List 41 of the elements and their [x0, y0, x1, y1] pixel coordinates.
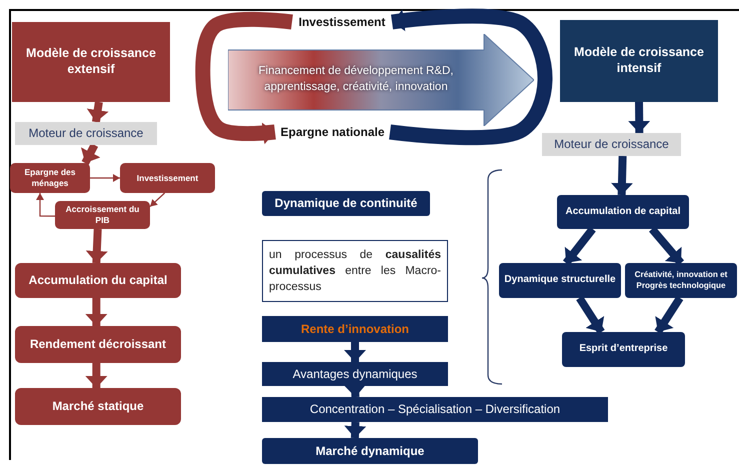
model-box: Modèle de croissance intensif	[560, 20, 718, 102]
cycle-box: Investissement	[120, 163, 215, 193]
model-box: Modèle de croissance extensif	[12, 22, 170, 102]
process-box: Créativité, innovation et Progrès technologique	[625, 263, 737, 298]
arrow	[610, 156, 633, 196]
text-box: un processus de causalités cumulatives entre les Macro-processus	[262, 240, 448, 302]
arrow	[628, 102, 650, 134]
process-box: Esprit d’entreprise	[562, 332, 685, 367]
process-box: Marché statique	[15, 388, 181, 425]
process-box: Concentration – Spécialisation – Diversification	[262, 397, 608, 422]
process-box: Accumulation de capital	[557, 195, 689, 229]
banner-text: Financement de développement R&D, apprentissage, créativité, innovation	[258, 64, 454, 95]
arrow	[80, 143, 100, 165]
arrow	[344, 342, 366, 362]
process-box: Marché dynamique	[262, 438, 478, 464]
arrow	[90, 174, 120, 182]
flow-label: Investissement	[292, 12, 392, 32]
arrow	[86, 228, 108, 264]
arrow	[654, 296, 684, 334]
flow-label: Epargne nationale	[275, 122, 390, 142]
process-box: Dynamique structurelle	[499, 263, 621, 298]
arrow	[85, 298, 108, 326]
arrow	[85, 363, 108, 388]
arrow	[389, 8, 552, 146]
arrow	[562, 226, 596, 266]
arrow	[36, 193, 55, 217]
process-box: Avantages dynamiques	[262, 362, 448, 386]
cycle-box: Accroissement du PIB	[55, 201, 150, 229]
cycle-box: Epargne des ménages	[10, 163, 90, 193]
arrow	[150, 192, 166, 208]
arrow	[86, 101, 109, 123]
process-box: Rente d’innovation	[262, 316, 448, 342]
arrow	[576, 296, 605, 334]
arrow	[195, 12, 293, 144]
engine-label-box: Moteur de croissance	[15, 122, 157, 145]
process-box: Accumulation du capital	[15, 263, 181, 298]
arrow	[344, 384, 366, 398]
arrow	[649, 226, 684, 266]
process-box: Dynamique de continuité	[262, 191, 430, 216]
engine-label-box: Moteur de croissance	[542, 133, 681, 156]
process-box: Rendement décroissant	[15, 326, 181, 363]
